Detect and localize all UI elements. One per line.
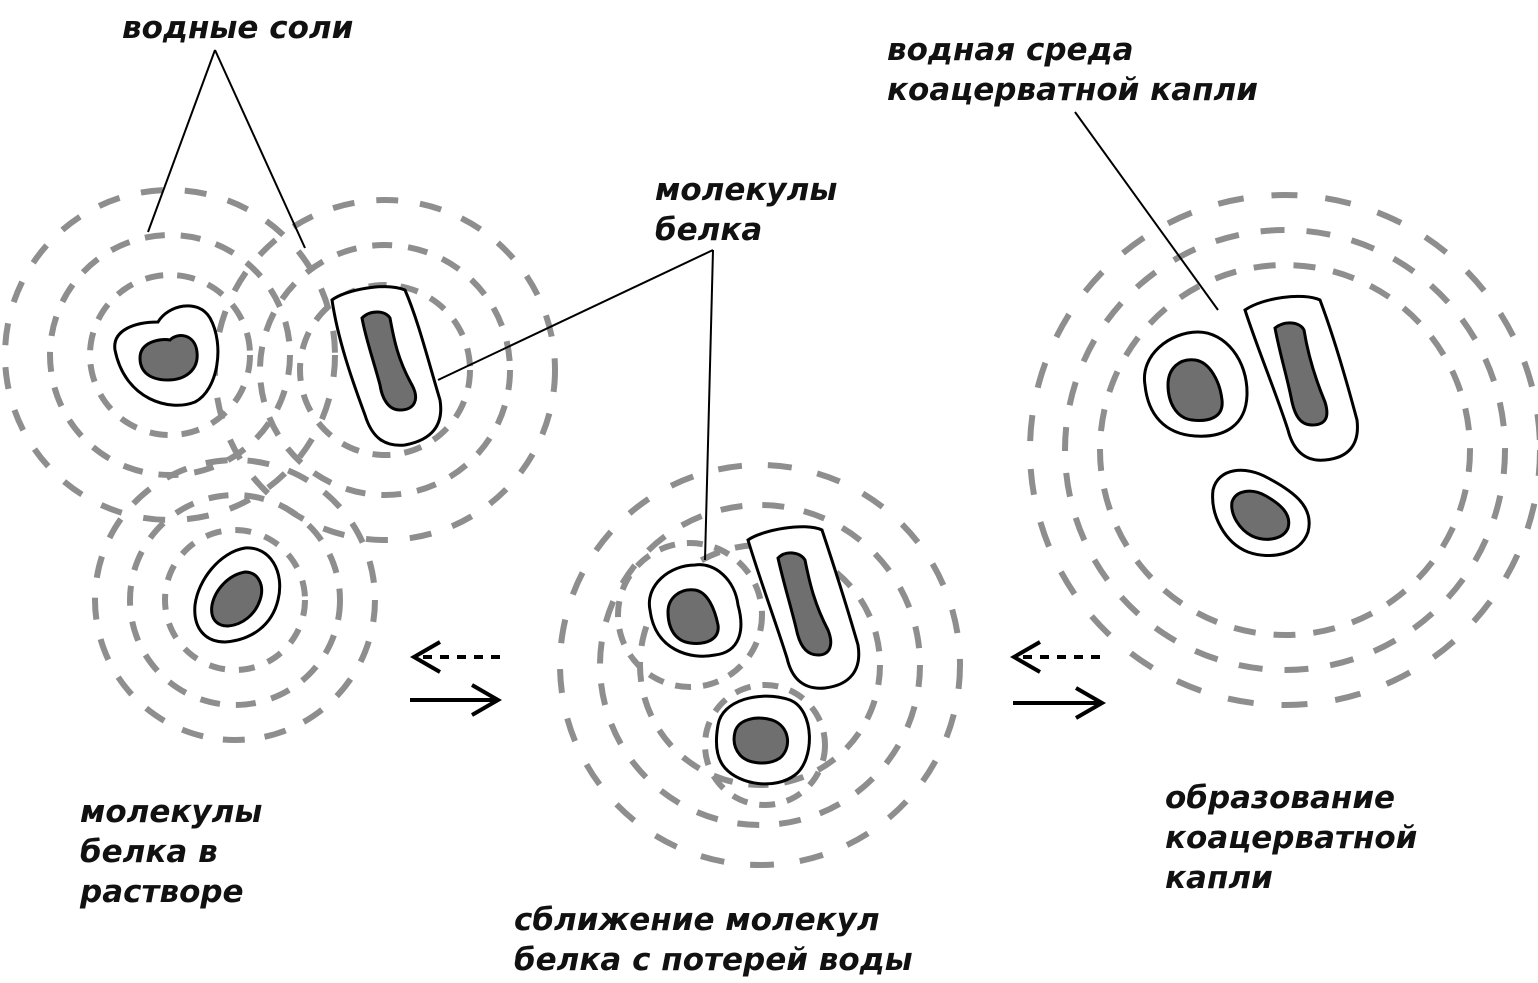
water-salts-leader: [148, 50, 305, 248]
protein-molecule: [1245, 296, 1357, 460]
water-medium-label-line: водная среда: [887, 30, 1258, 70]
stage-2-approach: [560, 465, 960, 865]
protein-molecules-leader: [438, 250, 713, 560]
equilibrium-arrows-1: [410, 642, 500, 715]
protein-molecule: [1144, 332, 1247, 436]
protein-molecule: [1213, 470, 1310, 555]
formation-label-line: образование: [1165, 778, 1417, 818]
molecules-in-solution-label-line: растворе: [80, 872, 262, 912]
stage-3-coacervate: [1030, 195, 1538, 705]
protein-molecules-label-line: молекулы: [655, 170, 837, 210]
molecules-in-solution-label-line: молекулы: [80, 792, 262, 832]
protein-molecules-label-line: белка: [655, 210, 837, 250]
protein-molecule: [195, 548, 280, 642]
water-salts-label: водные соли: [122, 8, 353, 48]
protein-molecule: [332, 287, 441, 446]
water-medium-label-line: коацерватной капли: [887, 70, 1258, 110]
protein-molecules-label: молекулы белка: [655, 170, 837, 250]
formation-label-line: капли: [1165, 858, 1417, 898]
approach-label-line: сближение молекул: [514, 900, 913, 940]
stage-1-solution: [5, 190, 555, 740]
formation-label: образование коацерватной капли: [1165, 778, 1417, 898]
molecules-in-solution-label: молекулы белка в растворе: [80, 792, 262, 912]
protein-molecule: [716, 696, 809, 784]
approach-label-line: белка с потерей воды: [514, 940, 913, 980]
molecules-in-solution-label-line: белка в: [80, 832, 262, 872]
equilibrium-arrows-2: [1013, 642, 1102, 718]
protein-molecule: [115, 306, 218, 405]
protein-molecule: [649, 565, 741, 657]
formation-label-line: коацерватной: [1165, 818, 1417, 858]
approach-label: сближение молекул белка с потерей воды: [514, 900, 913, 980]
protein-molecule: [748, 527, 859, 689]
water-medium-label: водная среда коацерватной капли: [887, 30, 1258, 110]
